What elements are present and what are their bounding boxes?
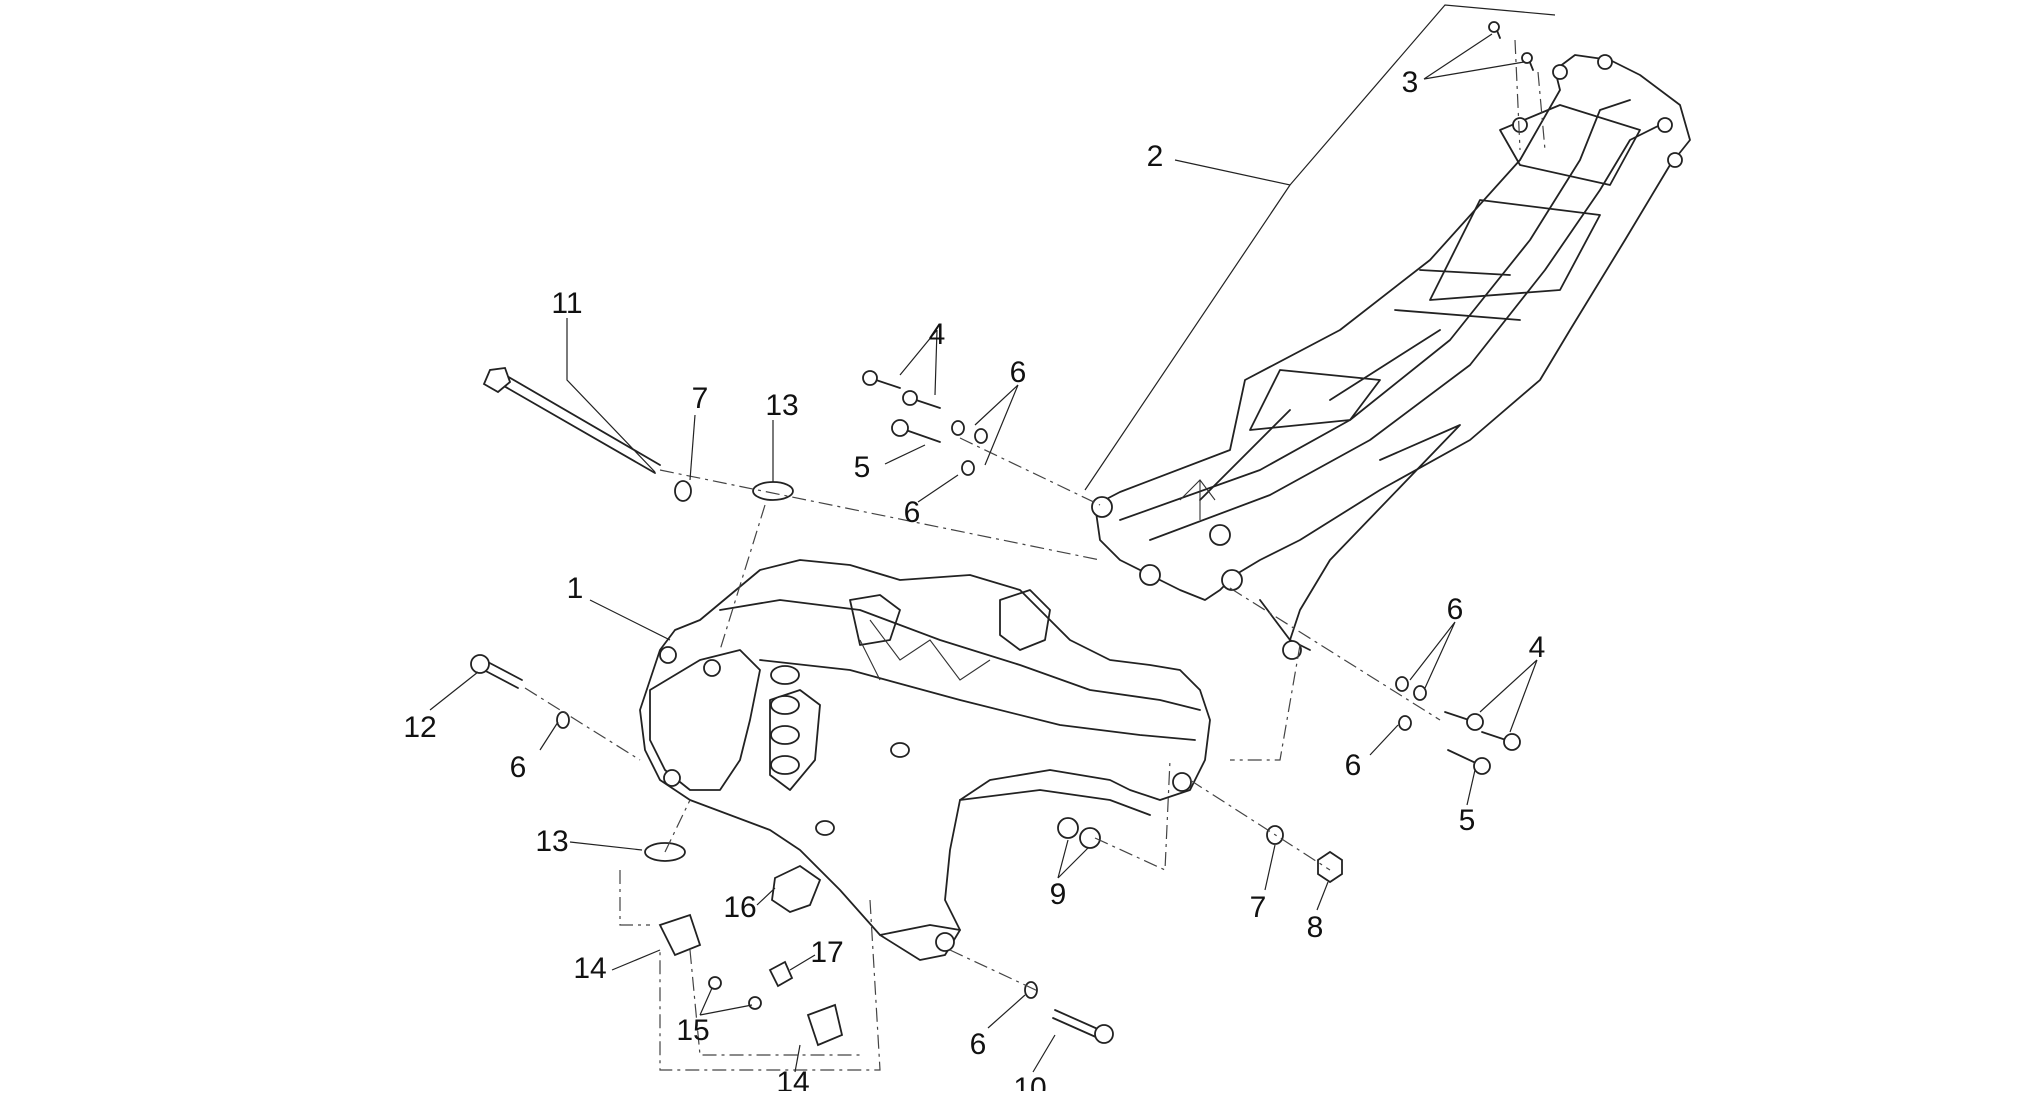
bracket-14b: [806, 1003, 844, 1047]
washer-6-right-b: [1413, 685, 1427, 701]
callout-3: 3: [1402, 66, 1419, 99]
main-frame: [639, 559, 1211, 961]
leader-lines: [429, 4, 1556, 1073]
callout-8: 8: [1307, 911, 1324, 944]
callout-6-upper-b: 6: [904, 496, 921, 529]
callout-4-right: 4: [1529, 631, 1546, 664]
bolt-5-right: [1447, 749, 1491, 775]
nut-8: [1317, 850, 1343, 884]
callout-17: 17: [810, 936, 843, 969]
callout-11: 11: [551, 287, 582, 320]
spacer-16: [771, 864, 822, 913]
bracket-14a: [658, 913, 702, 957]
callout-9: 9: [1050, 878, 1067, 911]
bolt-10: [1052, 1009, 1114, 1044]
washer-7a: [674, 480, 692, 502]
bolts-4-upper: [862, 370, 941, 409]
callout-2: 2: [1147, 140, 1164, 173]
callout-7-upper: 7: [692, 382, 709, 415]
bolts-4-right: [1444, 711, 1521, 751]
bolt-5-upper: [891, 419, 941, 443]
clip-17: [768, 960, 794, 988]
callout-6-right-b: 6: [1345, 749, 1362, 782]
callout-16: 16: [723, 891, 756, 924]
callout-6-upper-a: 6: [1010, 356, 1027, 389]
callout-1: 1: [567, 572, 584, 605]
callout-6-right-a: 6: [1447, 593, 1464, 626]
callout-7-lower: 7: [1250, 891, 1267, 924]
callout-5-right: 5: [1459, 804, 1476, 837]
callout-4-upper: 4: [929, 318, 946, 351]
washer-6-upper-b: [974, 428, 988, 444]
ring-13a: [752, 481, 794, 501]
callout-labels: 1 2 3 4 4 5 5 6 6 6 6 6 6 7 7 8 9 10 11 …: [403, 66, 1546, 1096]
alignment-lines: [524, 39, 1546, 1071]
callout-13-upper: 13: [765, 389, 798, 422]
washer-6-right-a: [1395, 676, 1409, 692]
washer-6-upper-a: [951, 420, 965, 436]
bolt-11: [482, 367, 661, 474]
bolts-3: [1488, 21, 1534, 71]
screws-15: [708, 976, 762, 1010]
callout-5-upper: 5: [854, 451, 871, 484]
callout-13-lower: 13: [535, 825, 568, 858]
callout-14-lower: 14: [776, 1066, 809, 1091]
callout-12: 12: [403, 711, 436, 744]
callout-10: 10: [1013, 1072, 1046, 1091]
rear-subframe: [1091, 54, 1691, 660]
callout-15: 15: [676, 1014, 709, 1047]
bolt-12: [470, 654, 523, 689]
callout-6-lower: 6: [970, 1028, 987, 1061]
washer-6-right-c: [1398, 715, 1412, 731]
callout-14-left: 14: [573, 952, 606, 985]
callout-6-left: 6: [510, 751, 527, 784]
washer-6-left: [556, 711, 570, 729]
washer-6-upper-c: [961, 460, 975, 476]
bushing-9: [1057, 817, 1101, 849]
